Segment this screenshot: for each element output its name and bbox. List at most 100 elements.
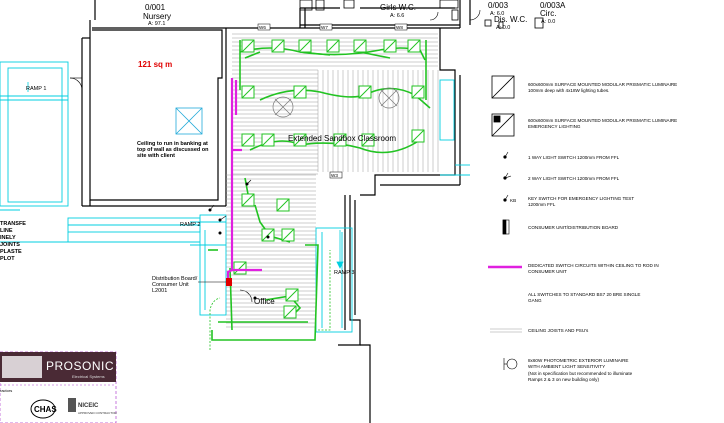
svg-text:1 WAY LIGHT SWITCH 1200mm FROM: 1 WAY LIGHT SWITCH 1200mm FROM FFL [528,155,620,160]
svg-text:1200mm FFL: 1200mm FFL [528,202,556,207]
ramp1-label: RAMP 1 [26,86,46,92]
svg-text:100mm deep with 4x18W lighting: 100mm deep with 4x18W lighting tubes. [528,88,609,93]
svg-text:CEILING JOISTS AND PSU's: CEILING JOISTS AND PSU's [528,328,589,333]
nursery-skylight [175,107,203,135]
consumer-unit-icon [502,219,510,235]
svg-text:INELY: INELY [0,235,16,241]
luminaire-icon [298,39,312,53]
luminaire-icon [241,133,255,147]
svg-text:EMERGENCY LIGHTING: EMERGENCY LIGHTING [528,124,581,129]
legend: 600x600mm SURFACE MOUNTED MODULAR PRISMA… [488,75,677,382]
nursery-area-code: A: 97.1 [148,21,165,27]
ceiling-fans [272,87,400,118]
svg-text:ALL SWITCHES TO STANDARD BS7 2: ALL SWITCHES TO STANDARD BS7 20 BRE SING… [528,292,640,297]
ceiling-joists-vertical [317,70,439,172]
svg-text:CONSUMER UNIT: CONSUMER UNIT [528,269,567,274]
building-walls [69,0,481,423]
svg-text:CONSUMER UNIT/DISTRIBUTION BOA: CONSUMER UNIT/DISTRIBUTION BOARD [528,225,619,230]
area-label: 121 sq m [138,60,172,69]
niceic-badge-icon: NICEIC APPROVED CONTRACTOR [68,398,117,415]
luminaire-icon [241,193,255,207]
photometric-luminaire-icon [503,358,518,370]
room-003-code2: A: 6.0 [490,11,504,17]
svg-text:KEY SWITCH FOR EMERGENCY LIGHT: KEY SWITCH FOR EMERGENCY LIGHTING TEST [528,196,634,201]
two-way-switch-icon [503,172,512,180]
wall-tags: W6 W7 W8 W3 [257,23,408,179]
luminaire-icon [353,39,367,53]
luminaire-icon [326,39,340,53]
ceiling-note-line3: site with client [137,153,175,159]
room-003-code: 0/003 [488,1,509,10]
top-rooms [299,0,544,29]
svg-text:DEDICATED SWITCH CIRCUITS WITH: DEDICATED SWITCH CIRCUITS WITHIN CEILING… [528,263,659,268]
ramp-arrows [27,82,344,269]
consumer-unit [226,278,232,286]
left-notes: TRANSFE LINE INELY JOINTS PLASTE PLOT [0,221,26,262]
luminaire-icon [261,228,275,242]
luminaire-icon [411,129,425,143]
svg-text:Ramps 2 & 3 on new building on: Ramps 2 & 3 on new building only) [528,377,599,382]
chas-badge-icon: CHAS [30,399,57,419]
room-003a-area: A: 0.0 [541,19,555,25]
room-003a-code: 0/003A [540,1,566,10]
logo-mark-icon [2,356,42,378]
svg-text:W8: W8 [396,25,403,30]
luminaire-icon [293,85,307,99]
svg-text:W3: W3 [331,173,338,178]
luminaire-icon [276,198,290,212]
luminaire-icon [285,288,299,302]
one-way-switch-icon [503,151,509,159]
modular-luminaire-icon [491,75,515,99]
svg-text:8x60W PHOTOMETRIC EXTERIOR LUM: 8x60W PHOTOMETRIC EXTERIOR LUMINAIRE [528,358,628,363]
svg-text:600x600mm SURFACE MOUNTED MODU: 600x600mm SURFACE MOUNTED MODULAR PRISMA… [528,82,677,87]
dist-board-line1: Distribution Board/ [152,276,198,282]
luminaire-icon [233,261,247,275]
luminaire-icon [411,85,425,99]
svg-text:JOINTS: JOINTS [0,242,20,248]
extended-classroom-label: Extended Sandbox Classroom [288,134,396,143]
girls-wc-label: Girls W.C. [380,3,416,12]
svg-text:2 WAY LIGHT SWITCH 1200mm FROM: 2 WAY LIGHT SWITCH 1200mm FROM FFL [528,176,620,181]
luminaires [233,39,425,319]
dis-wc-code: A: 0.0 [496,25,510,31]
luminaire-icon [333,133,347,147]
luminaire-icon [407,39,421,53]
svg-text:(Not in specification but reco: (Not in specification but recommended to… [528,371,633,376]
svg-text:KB: KB [510,198,516,203]
brand-tagline: Electrical Systems [72,374,105,379]
luminaire-icon [241,85,255,99]
svg-text:PLOT: PLOT [0,256,15,262]
svg-text:APPROVED CONTRACTOR: APPROVED CONTRACTOR [78,411,117,415]
ramp2-label: RAMP 2 [180,222,200,228]
luminaire-icon [271,39,285,53]
svg-text:CHAS: CHAS [34,405,57,414]
nursery-code: 0/001 [145,3,166,12]
girls-wc-code: A: 6.6 [390,13,404,19]
dist-board-line3: L2001 [152,288,167,294]
luminaire-icon [293,133,307,147]
svg-text:600x600mm SURFACE MOUNTED MODU: 600x600mm SURFACE MOUNTED MODULAR PRISMA… [528,118,677,123]
ceiling-note-line1: Ceiling to run in banking at [137,141,208,147]
dis-wc-label: Dis. W.C. [494,15,527,24]
ramp3-label: RAMP 3 [334,270,354,276]
svg-text:W7: W7 [321,25,328,30]
svg-text:WITH AMBIENT LIGHT SENSITIVITY: WITH AMBIENT LIGHT SENSITIVITY [528,364,605,369]
room-003a-name: Circ. [540,9,556,18]
nursery-name: Nursery [143,12,171,21]
svg-text:LINE: LINE [0,228,13,234]
luminaire-icon [361,133,375,147]
logo-side-text: ractors [0,388,12,393]
company-logo-block: PROSONIC Electrical Systems ractors CHAS… [0,351,117,423]
brand-name: PROSONIC [46,359,114,373]
luminaire-icon [358,85,372,99]
lighting-circuits [208,40,431,341]
svg-text:W6: W6 [259,25,266,30]
luminaire-icon [261,133,275,147]
office-label: Office [254,297,275,306]
dist-board-line2: Consumer Unit [152,282,189,288]
luminaire-icon [283,305,297,319]
luminaire-icon [241,39,255,53]
luminaire-icon [383,39,397,53]
